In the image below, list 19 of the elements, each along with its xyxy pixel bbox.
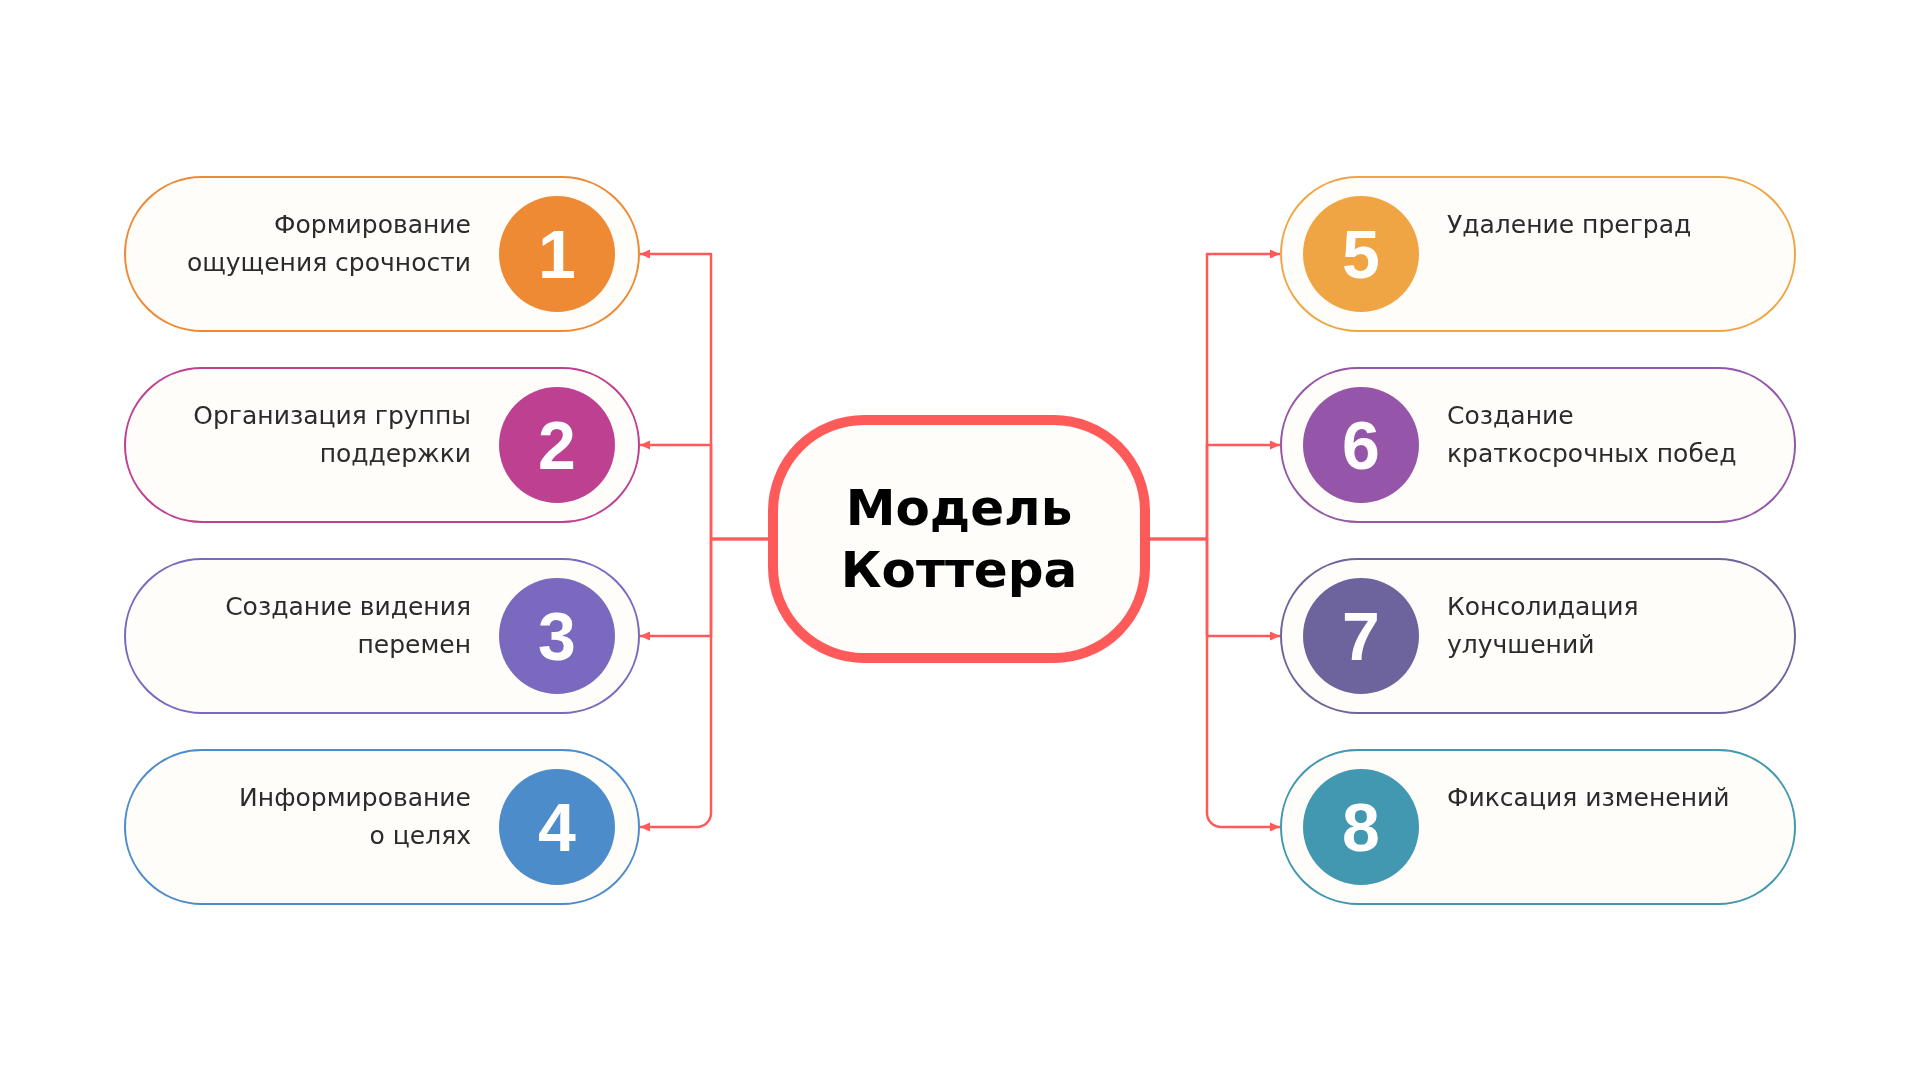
step-number: 5	[1342, 219, 1380, 288]
step-number: 8	[1342, 792, 1380, 861]
step-text: Удаление преград	[1447, 209, 1693, 241]
step-text: Создание видения перемен	[224, 591, 471, 661]
step-text: Информирование о целях	[238, 782, 471, 852]
step-number: 6	[1342, 410, 1380, 479]
step-number: 1	[538, 219, 576, 288]
step-number: 2	[538, 410, 576, 479]
connector-arrow	[1150, 537, 1280, 832]
step-text: Создание краткосрочных побед	[1447, 400, 1738, 470]
central-title: Модель Коттера	[839, 478, 1079, 601]
step-text: Консолидация улучшений	[1447, 591, 1640, 661]
step-text: Фиксация изменений	[1447, 782, 1731, 814]
step-number: 3	[538, 601, 576, 670]
connector-arrow	[640, 537, 768, 832]
step-text: Формирование ощущения срочности	[185, 209, 471, 279]
step-text: Организация группы поддержки	[192, 400, 471, 470]
step-number: 4	[538, 792, 576, 861]
step-number: 7	[1342, 601, 1380, 670]
